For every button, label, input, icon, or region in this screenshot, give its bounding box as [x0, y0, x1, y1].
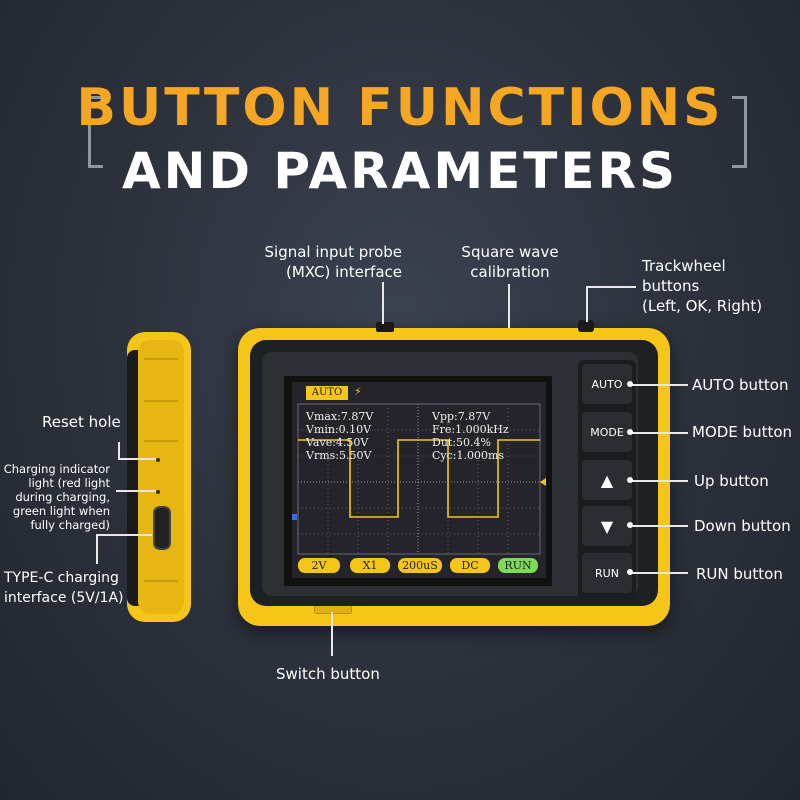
oscilloscope-screen: AUTO ⚡ [292, 382, 546, 578]
label-up-button: Up button [694, 472, 769, 490]
title-line-2: AND PARAMETERS [121, 142, 679, 200]
title-bracket-right [732, 96, 747, 168]
run-button[interactable]: RUN [582, 553, 632, 593]
trigger-icon: ⚡ [354, 385, 362, 398]
probe-port [376, 322, 394, 332]
measurement-vpp: Vpp:7.87V [432, 410, 491, 423]
label-reset-hole: Reset hole [42, 413, 121, 431]
side-view-edge [127, 350, 141, 606]
callout-line-up [630, 480, 688, 482]
label-auto-button: AUTO button [692, 376, 789, 394]
charging-indicator-light [156, 490, 160, 494]
label-mode-button: MODE button [692, 423, 793, 441]
callout-line-typec-h [96, 534, 152, 536]
callout-line-reset-v [118, 442, 120, 458]
up-button[interactable]: ▲ [582, 460, 632, 500]
side-view-body [138, 340, 184, 614]
callout-dot-auto [627, 381, 633, 387]
label-probe: Signal input probe(MXC) interface [264, 243, 402, 281]
callout-dot-up [627, 477, 633, 483]
measurement-dut: Dut:50.4% [432, 436, 491, 449]
callout-line-run [630, 572, 688, 574]
chip-run-state: RUN [498, 558, 538, 573]
title-bracket-left [88, 96, 103, 168]
down-button[interactable]: ▼ [582, 506, 632, 546]
label-run-button: RUN button [696, 565, 783, 583]
callout-line-probe [382, 282, 384, 324]
callout-line-reset-h [118, 458, 156, 460]
measurement-vrms: Vrms:5.50V [306, 449, 372, 462]
title-line-1: BUTTON FUNCTIONS [76, 78, 724, 138]
label-down-button: Down button [694, 517, 791, 535]
callout-line-square-wave [508, 284, 510, 328]
callout-line-switch [331, 612, 333, 656]
callout-line-auto [630, 384, 688, 386]
waveform-plot [292, 403, 546, 555]
chip-coupling: DC [450, 558, 490, 573]
measurement-vmax: Vmax:7.87V [306, 410, 374, 423]
auto-button[interactable]: AUTO [582, 364, 632, 404]
chip-time-div: 200uS [398, 558, 442, 573]
mode-button[interactable]: MODE [582, 412, 632, 452]
measurement-cyc: Cyc:1.000ms [432, 449, 505, 462]
callout-line-down [630, 525, 688, 527]
callout-line-mode [630, 432, 688, 434]
measurement-vmin: Vmin:0.10V [306, 423, 372, 436]
callout-dot-run [627, 569, 633, 575]
type-c-port [153, 506, 171, 550]
trackwheel[interactable] [578, 320, 594, 332]
label-switch-button: Switch button [276, 665, 380, 683]
callout-line-trackwheel-v [586, 286, 588, 322]
callout-line-charging [116, 490, 156, 492]
callout-dot-down [627, 522, 633, 528]
chip-volts-div: 2V [298, 558, 340, 573]
chip-probe-mult: X1 [350, 558, 390, 573]
callout-line-trackwheel-h [586, 286, 636, 288]
reset-hole [156, 458, 160, 462]
auto-mode-badge: AUTO [306, 386, 348, 400]
measurement-fre: Fre:1.000kHz [432, 423, 509, 436]
square-wave-trace [298, 439, 540, 518]
callout-dot-mode [627, 429, 633, 435]
callout-line-typec-v [96, 534, 98, 564]
measurement-vave: Vave:4.50V [306, 436, 369, 449]
